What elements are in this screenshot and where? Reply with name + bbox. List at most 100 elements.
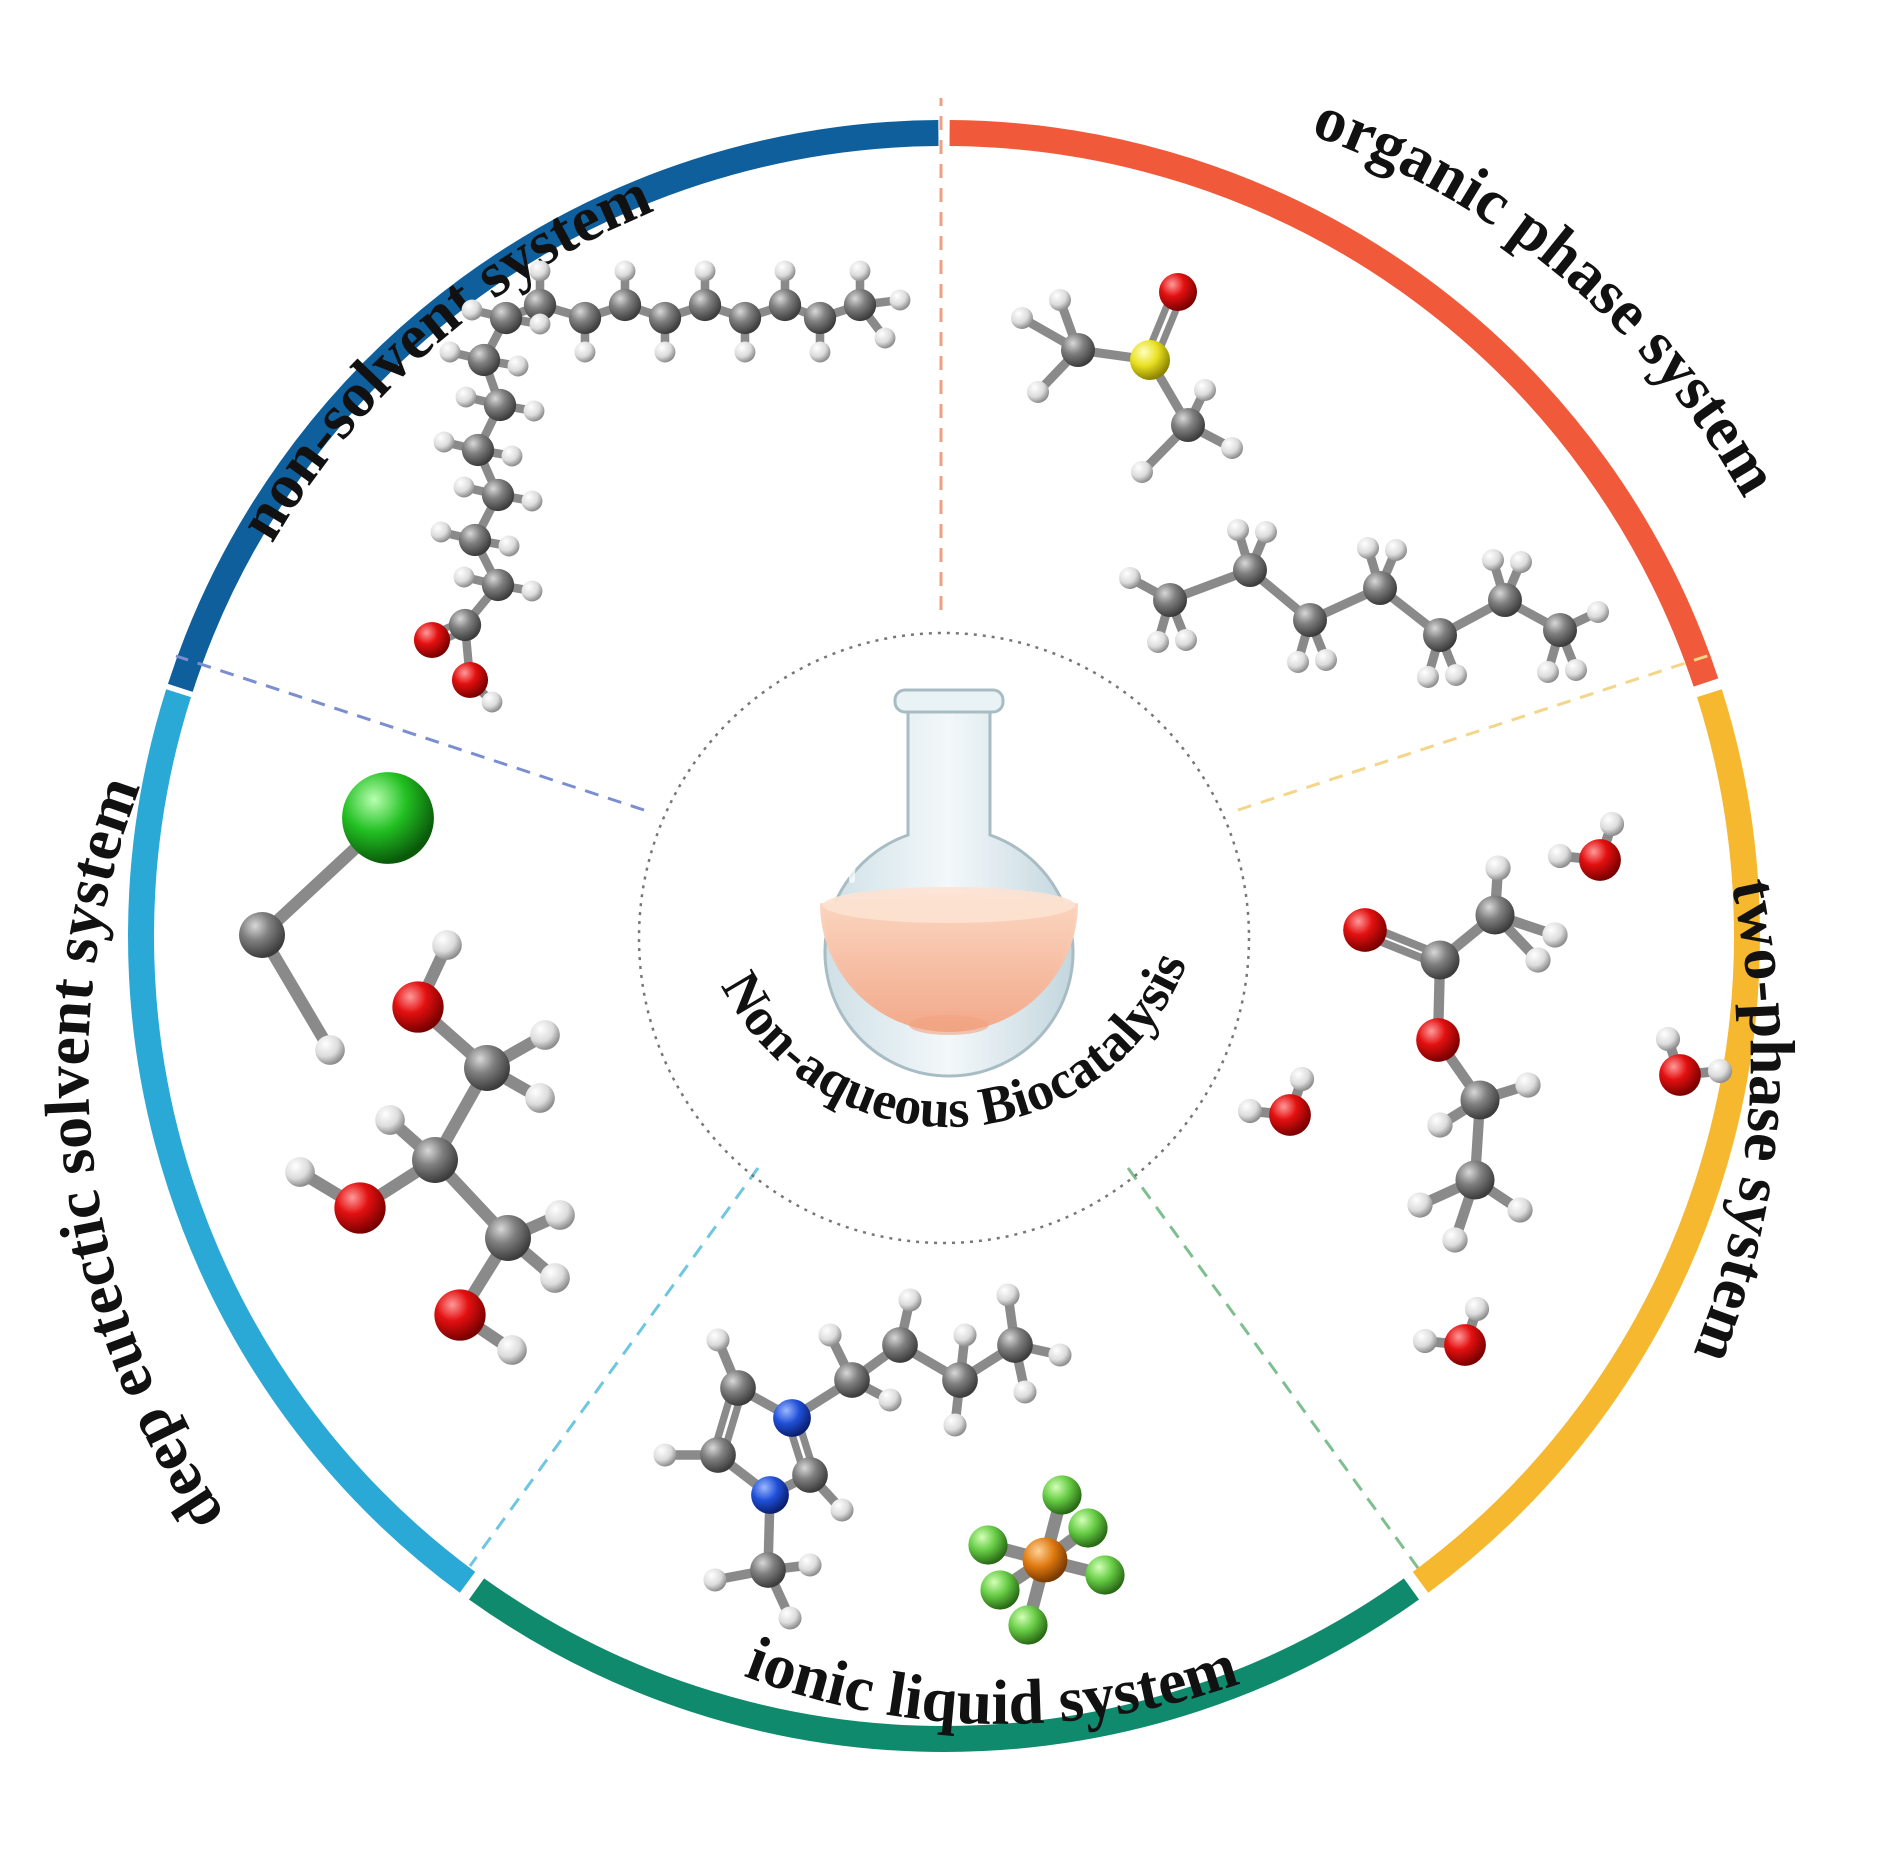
hydrogen-atom xyxy=(1255,521,1277,543)
carbon-atom xyxy=(768,288,802,322)
hydrogen-atom xyxy=(1417,666,1439,688)
center-circle xyxy=(637,631,1251,1245)
hydrogen-atom xyxy=(1599,811,1625,837)
oxygen-atom xyxy=(1416,1018,1460,1062)
hydrogen-atom xyxy=(1485,855,1511,881)
hydrogen-atom xyxy=(540,1263,570,1293)
carbon-atom xyxy=(412,1137,458,1183)
oxygen-atom xyxy=(392,981,444,1033)
ring-label-two-phase: two-phase system xyxy=(1680,872,1807,1373)
carbon-atom xyxy=(464,1045,510,1091)
oxygen-atom xyxy=(434,1289,486,1341)
hydrogen-atom xyxy=(734,341,756,363)
imidazolium-cation-molecule xyxy=(653,1283,1072,1630)
hydrogen-atom xyxy=(614,260,636,282)
water-molecules xyxy=(1237,811,1733,1366)
oxygen-atom xyxy=(1343,908,1387,952)
carbon-atom xyxy=(1460,1080,1500,1120)
hydrogen-atom xyxy=(1011,307,1033,329)
hydrogen-atom xyxy=(1119,567,1141,589)
hydrogen-atom xyxy=(1547,843,1573,869)
carbon-atom xyxy=(1455,1160,1495,1200)
hydrogen-atom xyxy=(1442,1227,1468,1253)
carbon-atom xyxy=(1233,553,1267,587)
oxygen-atom xyxy=(1159,273,1197,311)
hydrogen-atom xyxy=(1655,1026,1681,1052)
hydrogen-atom xyxy=(849,260,871,282)
hydrogen-atom xyxy=(461,299,483,321)
hydrogen-atom xyxy=(1013,1380,1037,1404)
ring-arc-non-solvent xyxy=(167,120,939,692)
oxygen-atom xyxy=(1269,1094,1311,1136)
dmso-molecule xyxy=(1011,273,1243,483)
carbon-atom xyxy=(843,288,877,322)
hydrogen-atom xyxy=(574,341,596,363)
hydrogen-atom xyxy=(1315,649,1337,671)
carbon-atom xyxy=(448,608,482,642)
carbon-atom xyxy=(458,523,492,557)
fluorine-atom xyxy=(1008,1605,1048,1645)
oxygen-atom xyxy=(1579,839,1621,881)
carbon-atom xyxy=(1061,333,1095,367)
hydrogen-atom xyxy=(1537,661,1559,683)
hydrogen-atom xyxy=(1194,379,1216,401)
carbon-atom xyxy=(481,568,515,602)
carbon-atom xyxy=(688,288,722,322)
hydrogen-atom xyxy=(529,313,551,335)
carbon-atom xyxy=(568,301,602,335)
hydrogen-atom xyxy=(874,327,896,349)
hydrogen-atom xyxy=(653,1443,677,1467)
phosphorus-atom xyxy=(1022,1537,1068,1583)
hydrogen-atom xyxy=(455,386,477,408)
nitrogen-atom xyxy=(773,1399,811,1437)
hydrogen-atom xyxy=(1227,519,1249,541)
carbon-atom xyxy=(467,343,501,377)
hydrogen-atom xyxy=(498,535,520,557)
ring-segments xyxy=(128,120,1760,1752)
nitrogen-atom xyxy=(751,1476,789,1514)
carbon-atom xyxy=(728,301,762,335)
fluorine-atom xyxy=(980,1570,1020,1610)
divider-line xyxy=(1126,1167,1420,1569)
sulfur-atom xyxy=(1130,340,1170,380)
hydrogen-atom xyxy=(818,1323,842,1347)
divider-line xyxy=(175,654,645,812)
hydrogen-atom xyxy=(453,566,475,588)
carbon-atom xyxy=(997,1327,1033,1363)
hydrogen-atom xyxy=(1525,947,1551,973)
hydrogen-atom xyxy=(430,521,452,543)
carbon-atom xyxy=(1293,603,1327,637)
carbon-atom xyxy=(834,1362,870,1398)
hydrogen-atom xyxy=(996,1283,1020,1307)
fluorine-atom xyxy=(1085,1555,1125,1595)
hydrogen-atom xyxy=(943,1413,967,1437)
hydrogen-atom xyxy=(481,691,503,713)
round-bottom-flask-icon xyxy=(820,688,1078,1078)
hydrogen-atom xyxy=(1131,461,1153,483)
carbon-atom xyxy=(1153,583,1187,617)
hydrogen-atom xyxy=(529,260,551,282)
hydrogen-atom xyxy=(1565,659,1587,681)
hydrogen-atom xyxy=(1048,1343,1072,1367)
hydrogen-atom xyxy=(521,490,543,512)
ring-arc-two-phase xyxy=(1412,689,1760,1593)
hydrogen-atom xyxy=(1049,289,1071,311)
hydrogen-atom xyxy=(1027,381,1049,403)
hydrogen-atom xyxy=(521,580,543,602)
hydrogen-atom xyxy=(1289,1066,1315,1092)
hydrogen-atom xyxy=(1357,537,1379,559)
hydrogen-atom xyxy=(703,1568,727,1592)
carbon-atom xyxy=(481,478,515,512)
carbon-atom xyxy=(1420,940,1460,980)
oxygen-atom xyxy=(451,661,489,699)
oxygen-atom xyxy=(1659,1054,1701,1096)
carbon-atom xyxy=(489,301,523,335)
hydrogen-atom xyxy=(798,1553,822,1577)
hydrogen-atom xyxy=(694,260,716,282)
carbon-atom xyxy=(608,288,642,322)
hexafluorophosphate-anion-molecule xyxy=(968,1475,1125,1645)
hydrogen-atom xyxy=(774,260,796,282)
hydrogen-atom xyxy=(375,1105,405,1135)
fluorine-atom xyxy=(968,1525,1008,1565)
